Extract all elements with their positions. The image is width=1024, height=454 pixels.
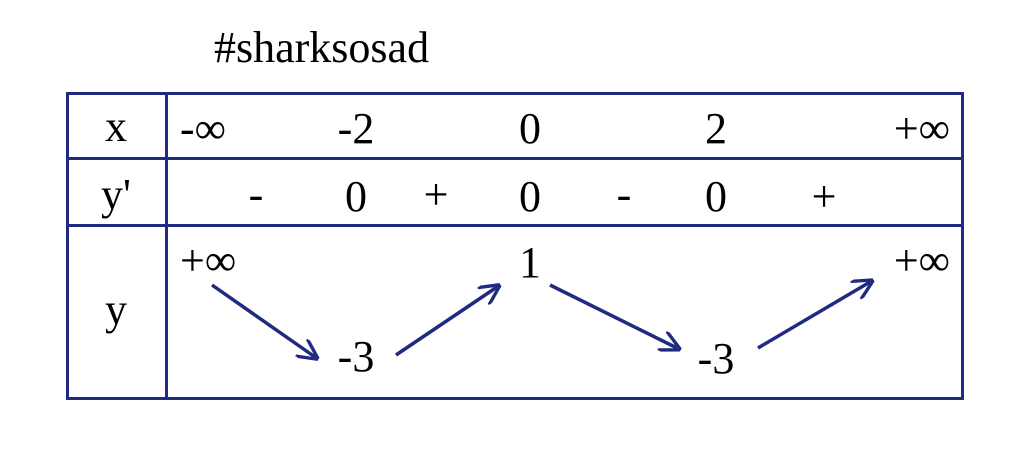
- x-value-neg-inf: -∞: [180, 104, 227, 153]
- sign-interval-4: +: [811, 172, 837, 221]
- y-value-max: 1: [519, 238, 541, 287]
- derivative-zero-at-2: 0: [705, 172, 727, 221]
- x-value-neg-2: -2: [337, 104, 375, 153]
- row-divider-1: [66, 157, 964, 160]
- variation-table: [66, 92, 964, 400]
- row-label-x: x: [105, 102, 127, 151]
- x-value-0: 0: [519, 104, 541, 153]
- derivative-zero-at-neg-2: 0: [345, 172, 367, 221]
- row-label-y: y: [105, 285, 127, 334]
- derivative-zero-at-0: 0: [519, 172, 541, 221]
- sign-interval-3: -: [616, 170, 632, 219]
- y-value-start-pos-inf: +∞: [180, 236, 237, 285]
- x-value-pos-inf: +∞: [893, 104, 950, 153]
- sign-interval-1: -: [248, 170, 264, 219]
- row-label-yprime: y': [101, 170, 131, 219]
- y-value-end-pos-inf: +∞: [893, 236, 950, 285]
- y-value-min-left: -3: [337, 332, 375, 381]
- label-column-divider: [165, 92, 168, 400]
- y-value-min-right: -3: [697, 334, 735, 383]
- sign-interval-2: +: [423, 170, 449, 219]
- x-value-2: 2: [705, 104, 727, 153]
- caption: #sharksosad: [214, 23, 430, 72]
- row-divider-2: [66, 224, 964, 227]
